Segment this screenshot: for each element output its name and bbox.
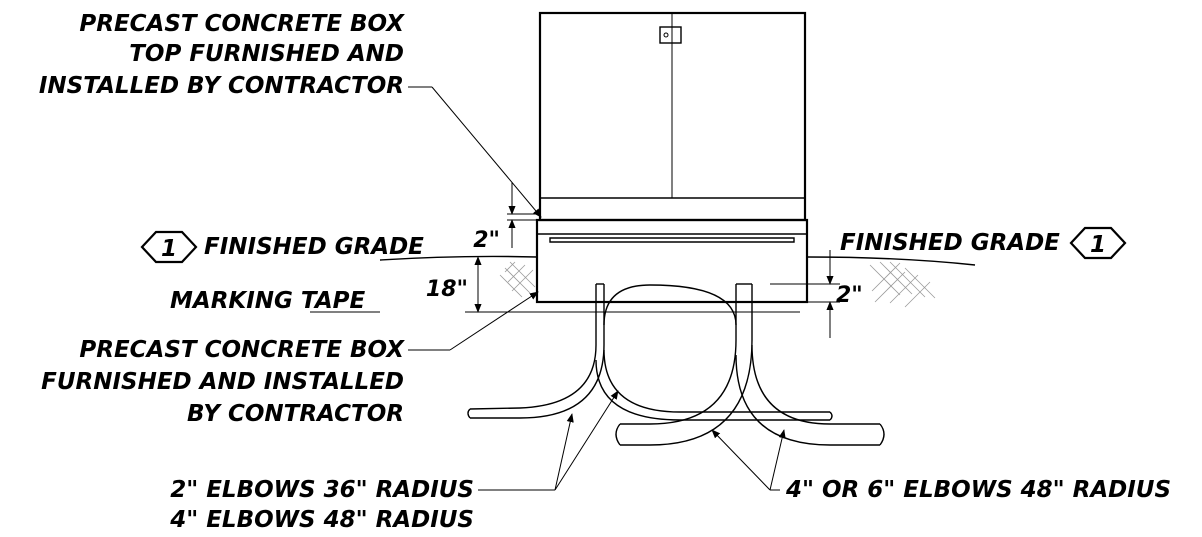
soil-hatch-right: [869, 261, 936, 308]
dim-right-2in: [770, 250, 840, 338]
grade-line-right: [806, 256, 976, 266]
leader-top: [408, 86, 542, 218]
leader-elbows-right: [711, 429, 786, 491]
note-callout-left: 1: [140, 230, 198, 264]
svg-text:1: 1: [1090, 232, 1106, 258]
dim-label-right: 2": [836, 283, 863, 308]
label-top-line3: INSTALLED BY CONTRACTOR: [39, 73, 404, 99]
label-elbows-left-line1: 2" ELBOWS 36" RADIUS: [170, 477, 474, 503]
dim-label-top: 2": [473, 228, 500, 253]
label-finished-grade-left: FINISHED GRADE: [204, 234, 424, 260]
label-elbows-right: 4" OR 6" ELBOWS 48" RADIUS: [785, 477, 1171, 503]
soil-hatch-left: [499, 261, 536, 298]
label-finished-grade-right: FINISHED GRADE: [840, 230, 1060, 256]
grade-line-left: [379, 255, 538, 261]
leader-elbows-left: [478, 390, 619, 491]
label-top-line2: TOP FURNISHED AND: [129, 41, 404, 67]
dim-label-depth: 18": [426, 277, 468, 302]
label-elbows-left-line2: 4" ELBOWS 48" RADIUS: [169, 507, 474, 533]
label-box-line2: FURNISHED AND INSTALLED: [41, 369, 404, 395]
box-top: [538, 11, 807, 222]
label-marking-tape: MARKING TAPE: [170, 288, 365, 314]
conduit-elbows: [467, 283, 885, 446]
box-body: [535, 218, 809, 313]
leader-box: [408, 291, 539, 351]
dim-depth-18in: [465, 256, 545, 313]
label-top-line1: PRECAST CONCRETE BOX: [79, 11, 405, 37]
note-callout-right: 1: [1069, 226, 1127, 260]
dim-top-2in: [507, 182, 537, 248]
label-box-line3: BY CONTRACTOR: [187, 401, 404, 427]
label-box-line1: PRECAST CONCRETE BOX: [79, 337, 405, 363]
svg-text:1: 1: [161, 236, 177, 262]
